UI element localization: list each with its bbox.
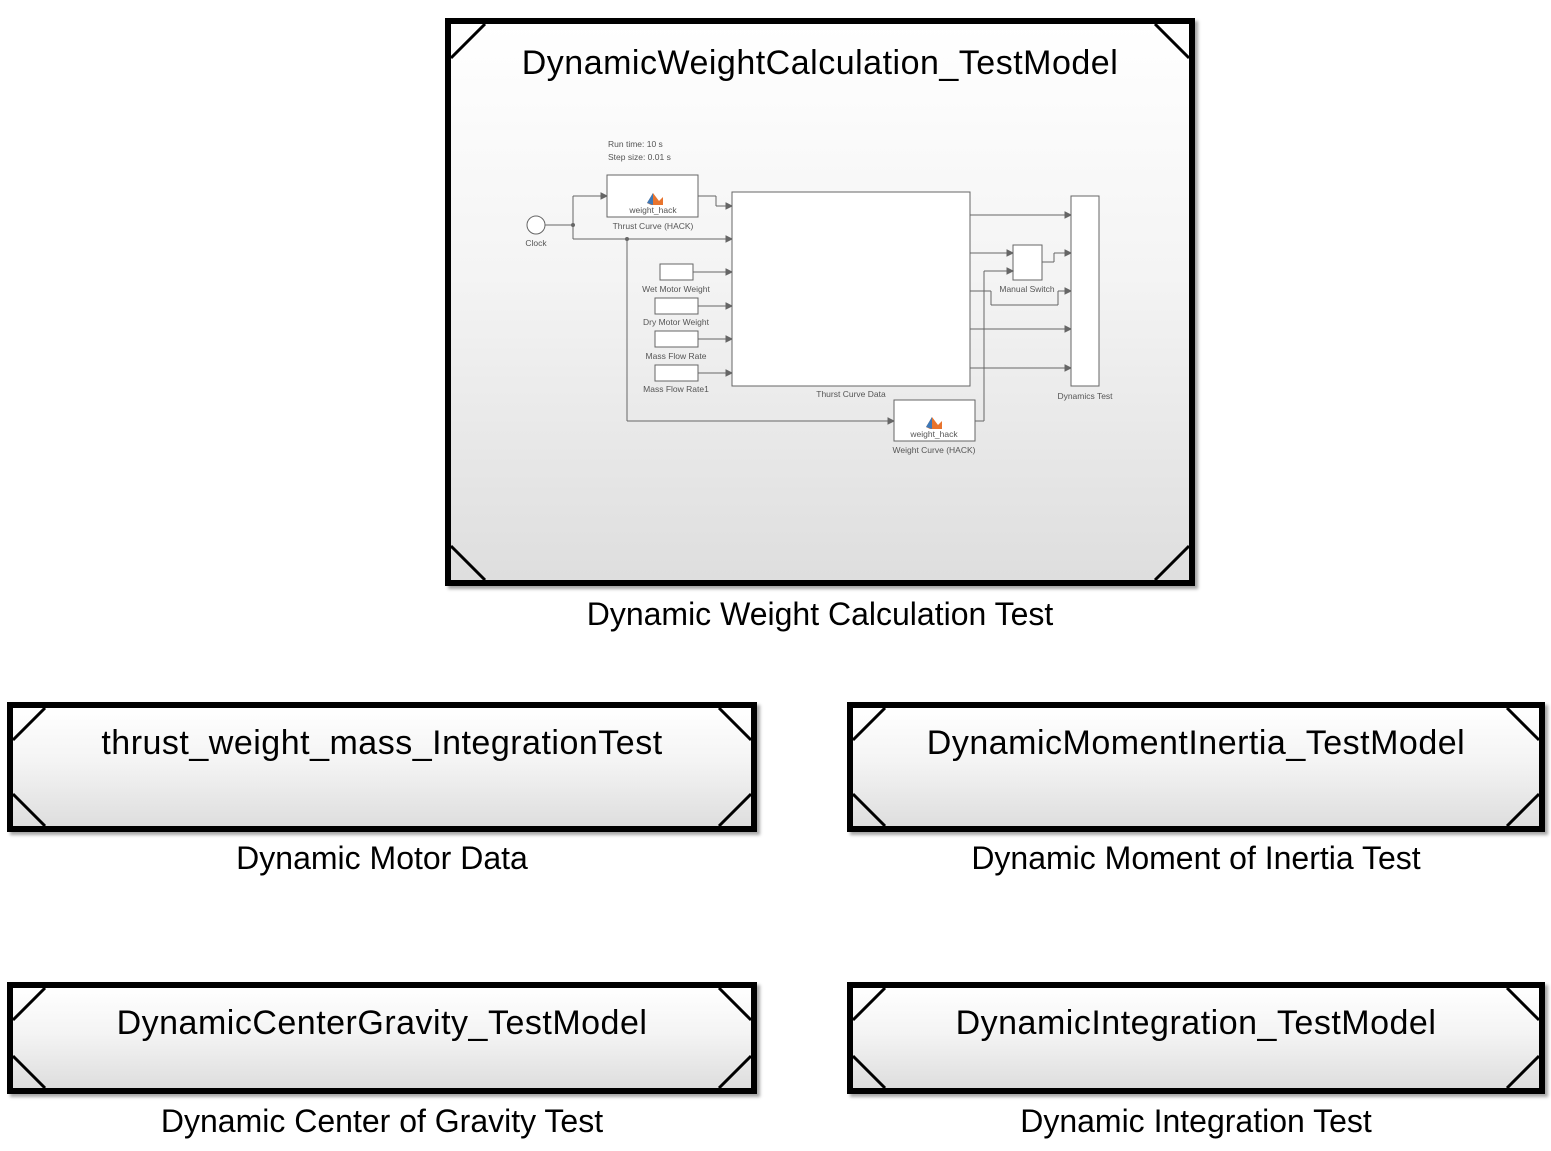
- dry-motor-label: Dry Motor Weight: [643, 317, 710, 327]
- thrust-data-label: Thurst Curve Data: [816, 389, 886, 399]
- clock-label: Clock: [525, 238, 547, 248]
- model-reference-corner-icon: [1505, 792, 1539, 826]
- dynamics-test-label: Dynamics Test: [1057, 391, 1113, 401]
- manual-switch-label: Manual Switch: [999, 284, 1055, 294]
- model-reference-block-motor-data[interactable]: thrust_weight_mass_IntegrationTest: [7, 702, 757, 832]
- model-reference-corner-icon: [1505, 1054, 1539, 1088]
- block-caption: Dynamic Center of Gravity Test: [160, 1103, 604, 1139]
- model-reference-block-moment-inertia[interactable]: DynamicMomentInertia_TestModel: [847, 702, 1545, 832]
- block-title: DynamicCenterGravity_TestModel: [116, 1004, 648, 1042]
- block-caption: Dynamic Motor Data: [236, 840, 528, 876]
- block-title: thrust_weight_mass_IntegrationTest: [101, 724, 663, 762]
- dynamics-test-scope: [1070, 195, 1100, 387]
- model-reference-corner-icon: [717, 792, 751, 826]
- run-time-label: Run time: 10 s: [608, 139, 663, 149]
- mass-flow-label: Mass Flow Rate: [646, 351, 707, 361]
- manual-switch-block: [1012, 244, 1043, 281]
- matlab-function-icon: [926, 417, 942, 429]
- clock-icon: [526, 215, 546, 235]
- model-reference-corner-icon: [13, 1054, 47, 1088]
- matlab-function-icon: [647, 193, 663, 205]
- model-reference-corner-icon: [853, 792, 887, 826]
- block-title: DynamicMomentInertia_TestModel: [926, 724, 1466, 762]
- model-reference-corner-icon: [13, 792, 47, 826]
- block-caption: Dynamic Moment of Inertia Test: [971, 840, 1421, 876]
- model-reference-block-center-gravity[interactable]: DynamicCenterGravity_TestModel: [7, 982, 757, 1094]
- model-reference-corner-icon: [853, 1054, 887, 1088]
- thrust-fn-label: Thrust Curve (HACK): [613, 221, 694, 231]
- model-reference-corner-icon: [451, 544, 487, 580]
- model-reference-block-weight-calculation[interactable]: DynamicWeightCalculation_TestModel: [445, 18, 1195, 586]
- wet-motor-label: Wet Motor Weight: [642, 284, 710, 294]
- thrust-curve-data-subsystem: [731, 191, 971, 387]
- weight-fn-label: Weight Curve (HACK): [893, 445, 976, 455]
- block-title: DynamicIntegration_TestModel: [955, 1004, 1437, 1042]
- block-title: DynamicWeightCalculation_TestModel: [521, 44, 1119, 82]
- block-caption: Dynamic Weight Calculation Test: [586, 596, 1054, 632]
- model-reference-block-integration[interactable]: DynamicIntegration_TestModel: [847, 982, 1545, 1094]
- model-reference-corner-icon: [1153, 544, 1189, 580]
- thrust-fn-inner-label: weight_hack: [628, 205, 677, 215]
- model-reference-corner-icon: [717, 1054, 751, 1088]
- step-size-label: Step size: 0.01 s: [608, 152, 671, 162]
- mass-flow1-label: Mass Flow Rate1: [643, 384, 709, 394]
- model-preview-thumbnail: Run time: 10 s Step size: 0.01 s Clock w…: [525, 139, 1113, 455]
- block-caption: Dynamic Integration Test: [1020, 1103, 1372, 1139]
- weight-fn-inner-label: weight_hack: [909, 429, 958, 439]
